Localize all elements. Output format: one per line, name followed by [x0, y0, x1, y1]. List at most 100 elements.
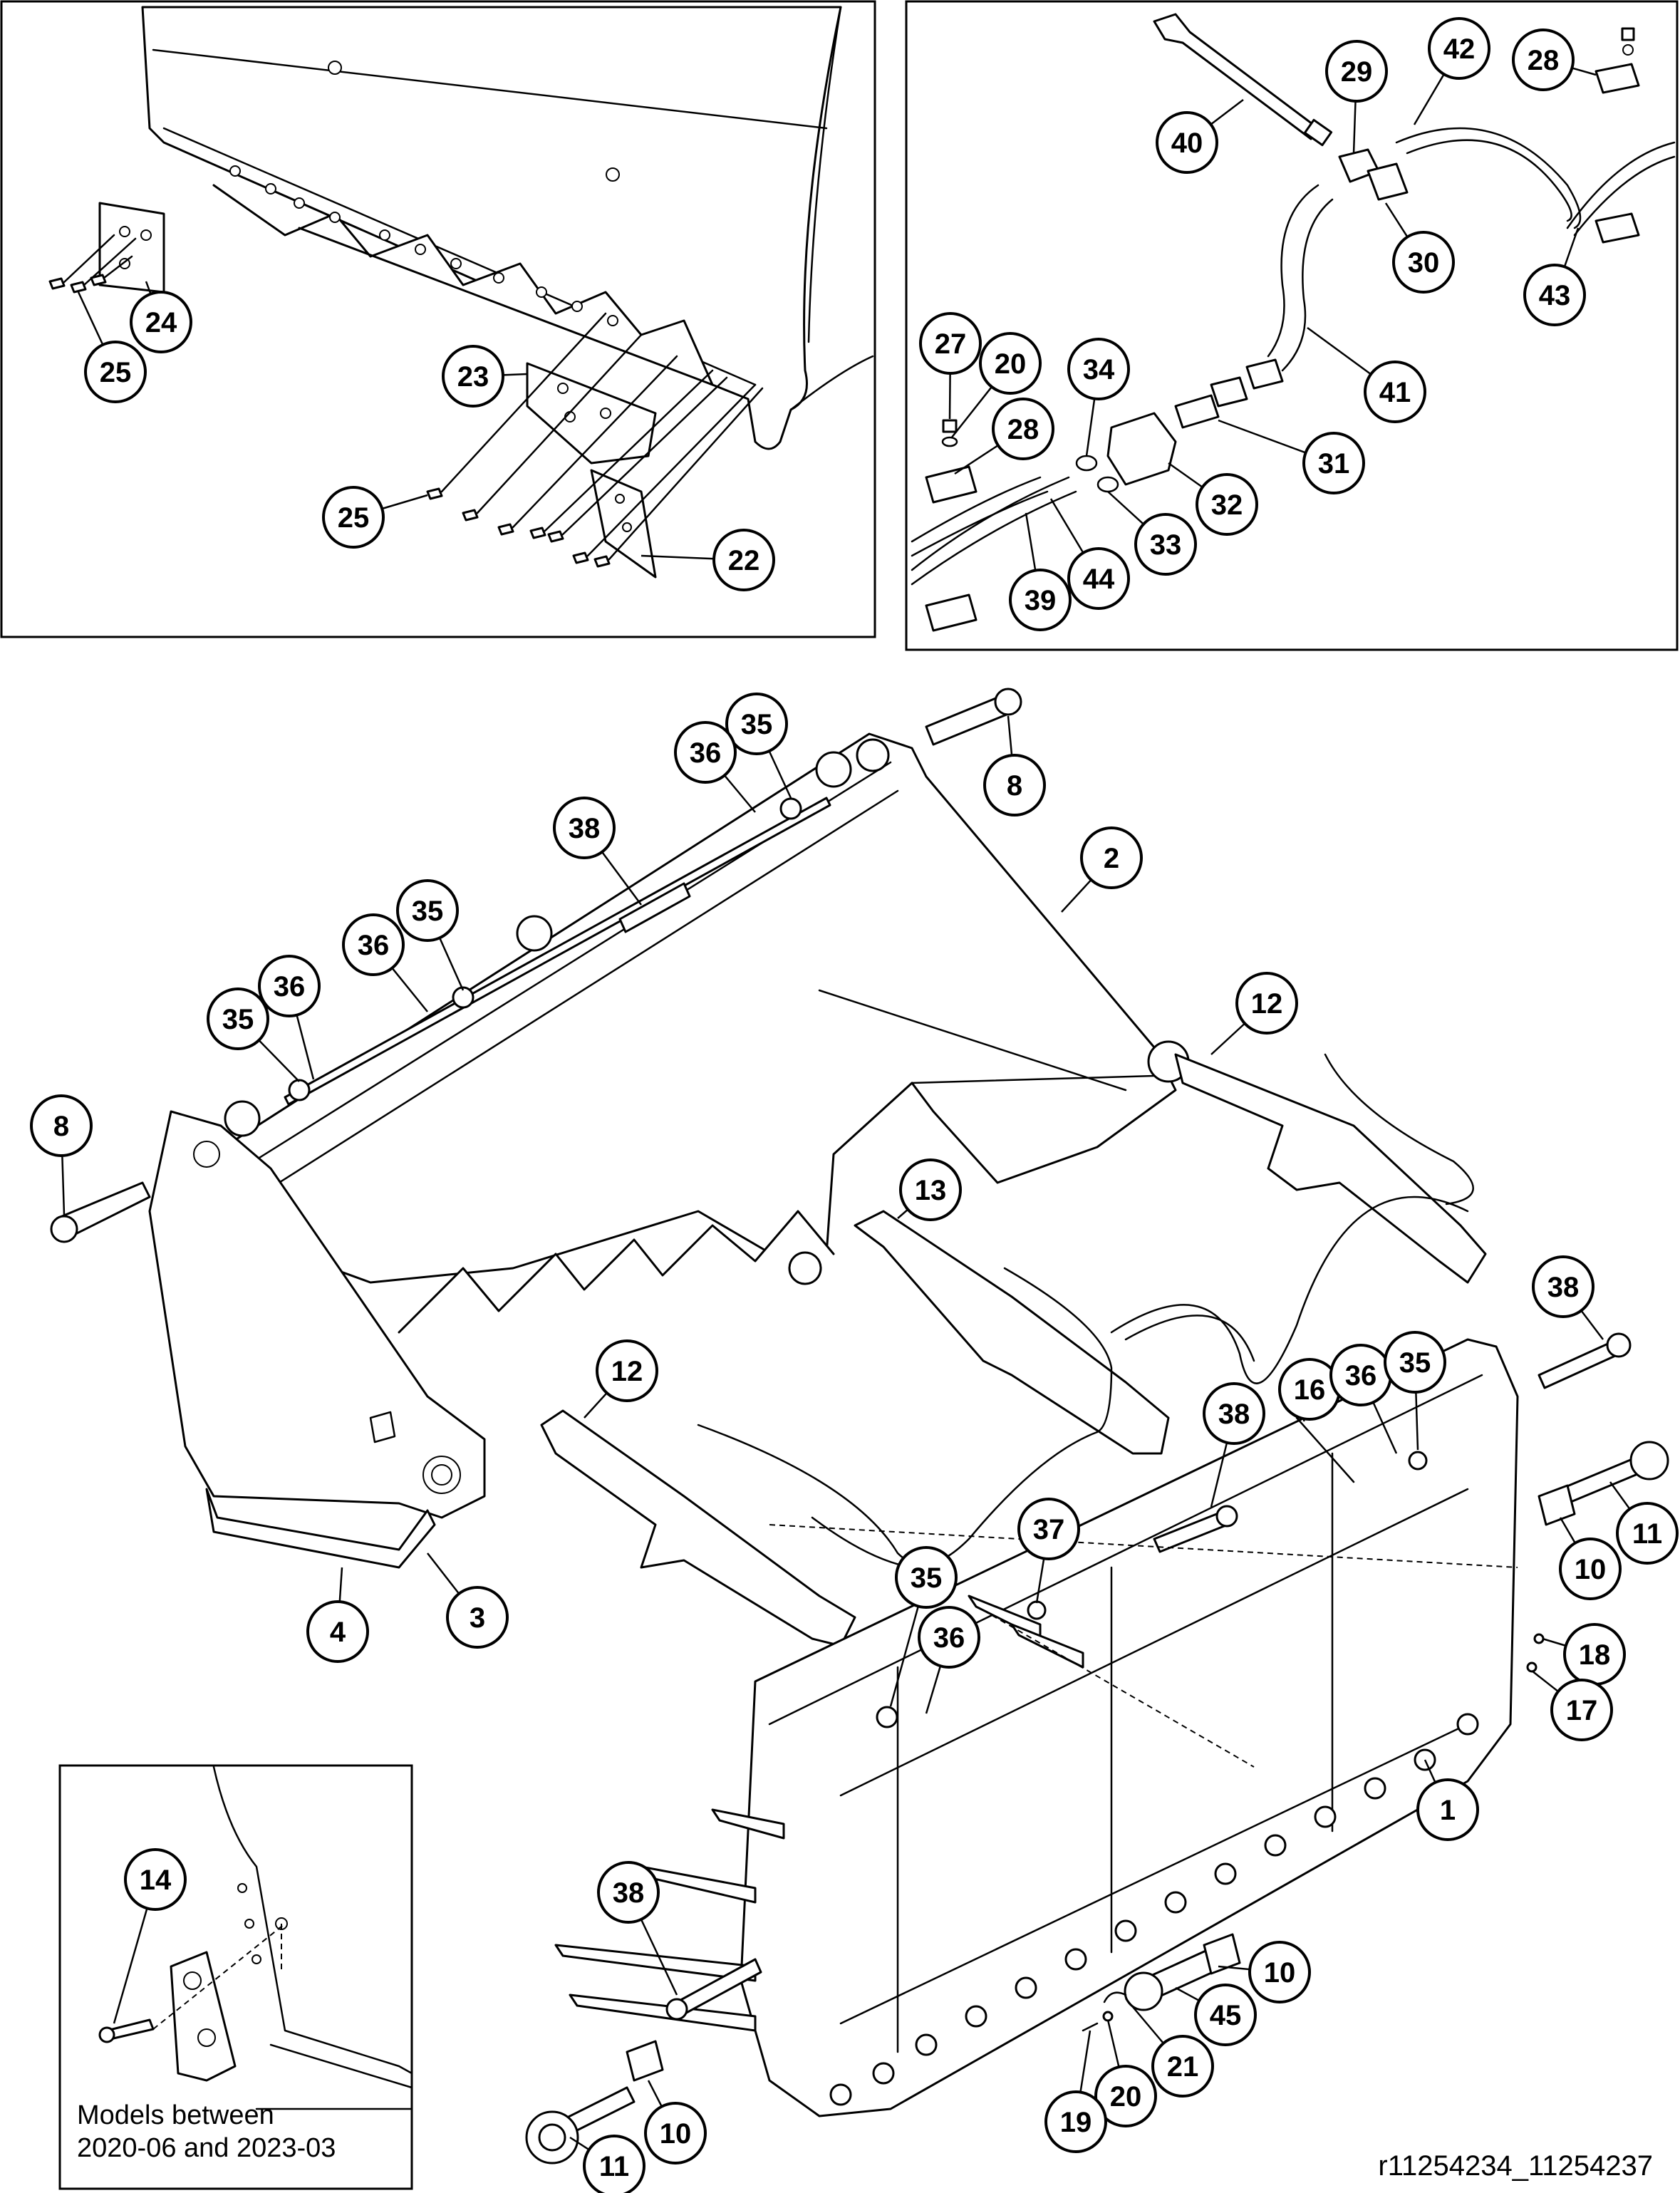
callout-14: 14 — [113, 1848, 187, 2024]
callout-circle — [583, 2135, 645, 2193]
callout-20-top: 20 — [950, 332, 1042, 439]
callout-30: 30 — [1384, 202, 1455, 294]
callout-leader-line — [640, 1919, 678, 1996]
callout-circle — [1302, 432, 1365, 494]
callout-circle — [1134, 513, 1197, 576]
callout-circle — [1416, 1778, 1479, 1841]
callout-22: 22 — [641, 529, 775, 591]
callout-41: 41 — [1307, 326, 1426, 423]
callout-circle — [899, 1158, 962, 1221]
callout-number: 10 — [1264, 1957, 1296, 1989]
callout-leader-line — [381, 494, 428, 510]
callout-circle — [895, 1546, 958, 1609]
callout-leader-line — [1218, 419, 1307, 454]
callout-number: 44 — [1083, 564, 1115, 595]
callout-number: 3 — [470, 1602, 485, 1634]
callout-36-c: 36 — [258, 955, 321, 1080]
callout-circle — [979, 332, 1042, 395]
callout-1: 1 — [1416, 1759, 1479, 1841]
callout-leader-line — [1107, 491, 1144, 525]
callout-21: 21 — [1125, 1998, 1214, 2098]
callout-circle — [1156, 111, 1218, 174]
callout-circle — [1428, 17, 1490, 80]
callout-10-right: 10 — [1559, 1517, 1622, 1600]
callout-leader-line — [1415, 1391, 1419, 1451]
callout-leader-line — [1563, 227, 1580, 267]
callout-number: 41 — [1379, 377, 1411, 408]
callout-number: 42 — [1443, 33, 1476, 65]
callout-circle — [322, 486, 385, 549]
callout-35-e: 35 — [889, 1546, 958, 1707]
callout-circle — [1044, 2090, 1107, 2153]
callout-circle — [1559, 1538, 1622, 1600]
callout-number: 38 — [1218, 1399, 1250, 1430]
callout-number: 22 — [728, 545, 760, 576]
callout-circle — [644, 2102, 707, 2165]
callout-number: 25 — [100, 357, 132, 388]
callout-circle — [258, 955, 321, 1017]
callout-circle — [1532, 1255, 1595, 1318]
callout-circle — [1384, 1331, 1446, 1394]
callout-number: 35 — [222, 1004, 254, 1035]
callout-number: 20 — [1110, 2081, 1142, 2112]
callout-circle — [442, 345, 504, 408]
callout-circle — [446, 1586, 509, 1649]
callout-35-b: 35 — [396, 879, 465, 991]
callout-leader-line — [1007, 715, 1013, 756]
callout-leader-line — [438, 937, 465, 991]
callout-44: 44 — [1049, 498, 1130, 610]
callout-circle — [1009, 569, 1072, 631]
callout-leader-line — [1175, 1986, 1200, 2002]
callout-3: 3 — [427, 1552, 509, 1649]
callout-42: 42 — [1413, 17, 1490, 125]
callout-34: 34 — [1067, 338, 1130, 457]
callout-19: 19 — [1044, 2030, 1107, 2153]
callout-number: 35 — [741, 709, 773, 740]
callout-circle — [712, 529, 775, 591]
callout-number: 38 — [1547, 1272, 1580, 1303]
callout-leader-line — [1542, 1637, 1567, 1647]
callout-circle — [1067, 547, 1130, 610]
callout-circle — [992, 398, 1054, 460]
callout-38-a: 38 — [553, 797, 643, 906]
callout-number: 18 — [1579, 1639, 1611, 1671]
callout-leader-line — [338, 1567, 343, 1602]
callout-leader-line — [145, 281, 152, 295]
callout-leader-line — [601, 851, 643, 906]
callout-circle — [674, 721, 737, 784]
callout-circle — [124, 1848, 187, 1911]
callout-36-e: 36 — [918, 1606, 980, 1714]
callout-leader-line — [1210, 1442, 1228, 1508]
callout-circle — [306, 1600, 369, 1663]
callout-12-mid: 12 — [584, 1339, 658, 1419]
callout-number: 28 — [1007, 414, 1039, 445]
inset-note-line-2: 2020-06 and 2023-03 — [77, 2133, 336, 2163]
callout-8-top: 8 — [983, 715, 1046, 816]
callout-leader-line — [1210, 99, 1244, 125]
callout-leader-line — [113, 1908, 148, 2024]
callout-circle — [1094, 2065, 1157, 2127]
callout-leader-line — [1609, 1481, 1631, 1510]
callout-circle — [84, 341, 147, 403]
callout-number: 36 — [1345, 1360, 1377, 1391]
callout-number: 35 — [412, 896, 444, 927]
callout-number: 23 — [457, 361, 489, 393]
callout-number: 45 — [1210, 2000, 1242, 2031]
callout-number: 38 — [569, 813, 601, 844]
callout-circle — [597, 1861, 660, 1924]
callout-number: 21 — [1167, 2051, 1199, 2083]
callout-circle — [983, 754, 1046, 816]
callout-38-d: 38 — [597, 1861, 678, 1996]
callout-number: 25 — [338, 502, 370, 534]
callout-leader-line — [427, 1552, 460, 1595]
callout-circle — [1067, 338, 1130, 400]
callout-2: 2 — [1061, 826, 1143, 913]
callout-number: 33 — [1150, 529, 1182, 561]
callout-circle — [1151, 2035, 1214, 2098]
callout-leader-line — [1079, 2030, 1092, 2093]
callout-35-d: 35 — [1384, 1331, 1446, 1451]
callout-number: 1 — [1440, 1795, 1456, 1826]
callout-leader-line — [647, 2080, 663, 2108]
callout-leader-line — [1413, 73, 1445, 125]
callout-leader-line — [77, 291, 104, 346]
